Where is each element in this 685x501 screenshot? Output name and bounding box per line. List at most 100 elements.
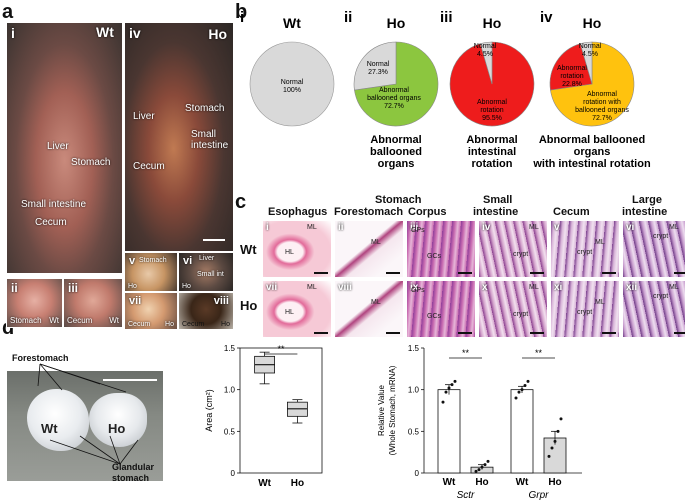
tile-tag: GPs xyxy=(411,287,425,294)
pie-caption: Abnormal ballooned xyxy=(539,134,645,146)
pie-slice-pct: 95.5% xyxy=(482,115,502,122)
label-liver: Liver xyxy=(133,111,155,122)
pie-label-line: Abnormal xyxy=(587,91,617,98)
pie-label-line: rotation with xyxy=(583,99,621,106)
tile-tag: crypt xyxy=(513,311,529,318)
label-glandular: Glandular xyxy=(112,462,155,472)
pie-slice xyxy=(479,41,493,85)
tile-tag: ML xyxy=(307,284,317,291)
tile-tag: ML xyxy=(595,239,605,246)
thumb-geno: Wt xyxy=(109,316,119,325)
pie-label-line: Normal xyxy=(579,43,602,50)
thumb-cecum-ho-1: vii Cecum Ho xyxy=(124,292,178,330)
row-label-wt: Wt xyxy=(240,242,257,257)
gene-label: Grpr xyxy=(529,490,550,501)
photo-geno-ho: Ho xyxy=(108,421,126,436)
bar xyxy=(510,389,534,474)
data-point xyxy=(444,390,448,394)
y-tick-label: 1.5 xyxy=(408,344,420,353)
tile-tag: GCs xyxy=(427,253,441,260)
label-small-intestine: Small intestine xyxy=(21,199,87,210)
x-category-label: Wt xyxy=(443,477,456,488)
tile-roman: iv xyxy=(482,222,491,233)
pie-caption: organs xyxy=(378,158,415,170)
y-axis-label: Relative Value xyxy=(377,384,386,436)
data-point xyxy=(486,459,490,463)
y-tick-label: 1.0 xyxy=(224,386,236,395)
data-point xyxy=(517,390,521,394)
label-stomach: Stomach xyxy=(71,157,111,168)
tile-tag: HL xyxy=(285,309,294,316)
pie-label-line: Normal xyxy=(281,79,304,86)
data-point xyxy=(559,417,563,421)
data-point xyxy=(550,446,554,450)
label-cecum: Cecum xyxy=(133,161,165,172)
thumb-label: Cecum xyxy=(128,321,151,328)
pie-caption: intestinal xyxy=(468,146,516,158)
scale-bar xyxy=(602,272,616,274)
thumb-roman: vii xyxy=(129,295,142,307)
scale-bar xyxy=(530,332,544,334)
data-point xyxy=(556,429,560,433)
scale-bar xyxy=(314,332,328,334)
pie-slice-label: Normal xyxy=(579,43,602,50)
pie-label-line: ballooned organs xyxy=(575,107,629,114)
thumb-roman: ii xyxy=(11,281,18,295)
pie-caption: organs xyxy=(574,146,611,158)
pie-caption: rotation xyxy=(472,158,513,170)
thumb-geno: Ho xyxy=(182,283,191,290)
thumb-roman: iii xyxy=(68,281,79,295)
tile-roman: xii xyxy=(626,282,638,293)
significance-label: ** xyxy=(277,344,285,354)
tile-tag: crypt xyxy=(513,251,529,258)
tile-tag: ML xyxy=(529,284,539,291)
pie-label-line: Abnormal xyxy=(477,99,507,106)
y-tick-label: 0.5 xyxy=(224,427,236,436)
row-label-ho: Ho xyxy=(240,298,258,313)
x-category-label: Ho xyxy=(475,477,488,488)
y-tick-label: 0.5 xyxy=(408,427,420,436)
pie-slice-label: Normal xyxy=(474,43,497,50)
thumb-roman: v xyxy=(129,255,136,267)
gene-label: Sctr xyxy=(457,490,475,501)
pie-slice-label: Normal xyxy=(367,61,390,68)
tile-tag: HL xyxy=(285,249,294,256)
tile-roman: vii xyxy=(266,282,278,293)
tile-tag: GPs xyxy=(411,227,425,234)
pie-slice xyxy=(579,41,593,85)
tile-tag: crypt xyxy=(653,293,669,300)
pie-slice xyxy=(249,41,335,127)
photo-geno: Wt xyxy=(96,24,114,40)
thumb-stomach-wt: ii Stomach Wt xyxy=(6,278,63,328)
pie-caption: Abnormal xyxy=(370,134,421,146)
thumb-geno: Ho xyxy=(165,321,174,328)
thumb-liver-ho: vi Liver Small int Ho xyxy=(178,252,234,292)
photo-roman: iv xyxy=(129,25,141,41)
pie-geno: Ho xyxy=(387,15,406,31)
pie-slice xyxy=(353,41,397,91)
scale-bar xyxy=(674,332,685,334)
tile-tag: GCs xyxy=(427,313,441,320)
pie-label-line: Normal xyxy=(474,43,497,50)
scale-bar xyxy=(203,239,225,241)
stomach-photo: Wt Ho xyxy=(6,370,164,482)
header-intestine: intestine xyxy=(473,206,519,218)
significance-label: ** xyxy=(462,348,470,358)
thumb-label-2: Small int xyxy=(197,271,224,278)
label-stomach: Stomach xyxy=(185,103,225,114)
pie-caption: with intestinal rotation xyxy=(532,158,651,170)
tile-roman: x xyxy=(482,282,488,293)
thumb-label: Cecum xyxy=(67,316,93,325)
y-tick-label: 0 xyxy=(415,469,420,478)
label-intestine: intestine xyxy=(191,140,229,151)
tile-tag: ML xyxy=(371,299,381,306)
scale-bar xyxy=(458,272,472,274)
